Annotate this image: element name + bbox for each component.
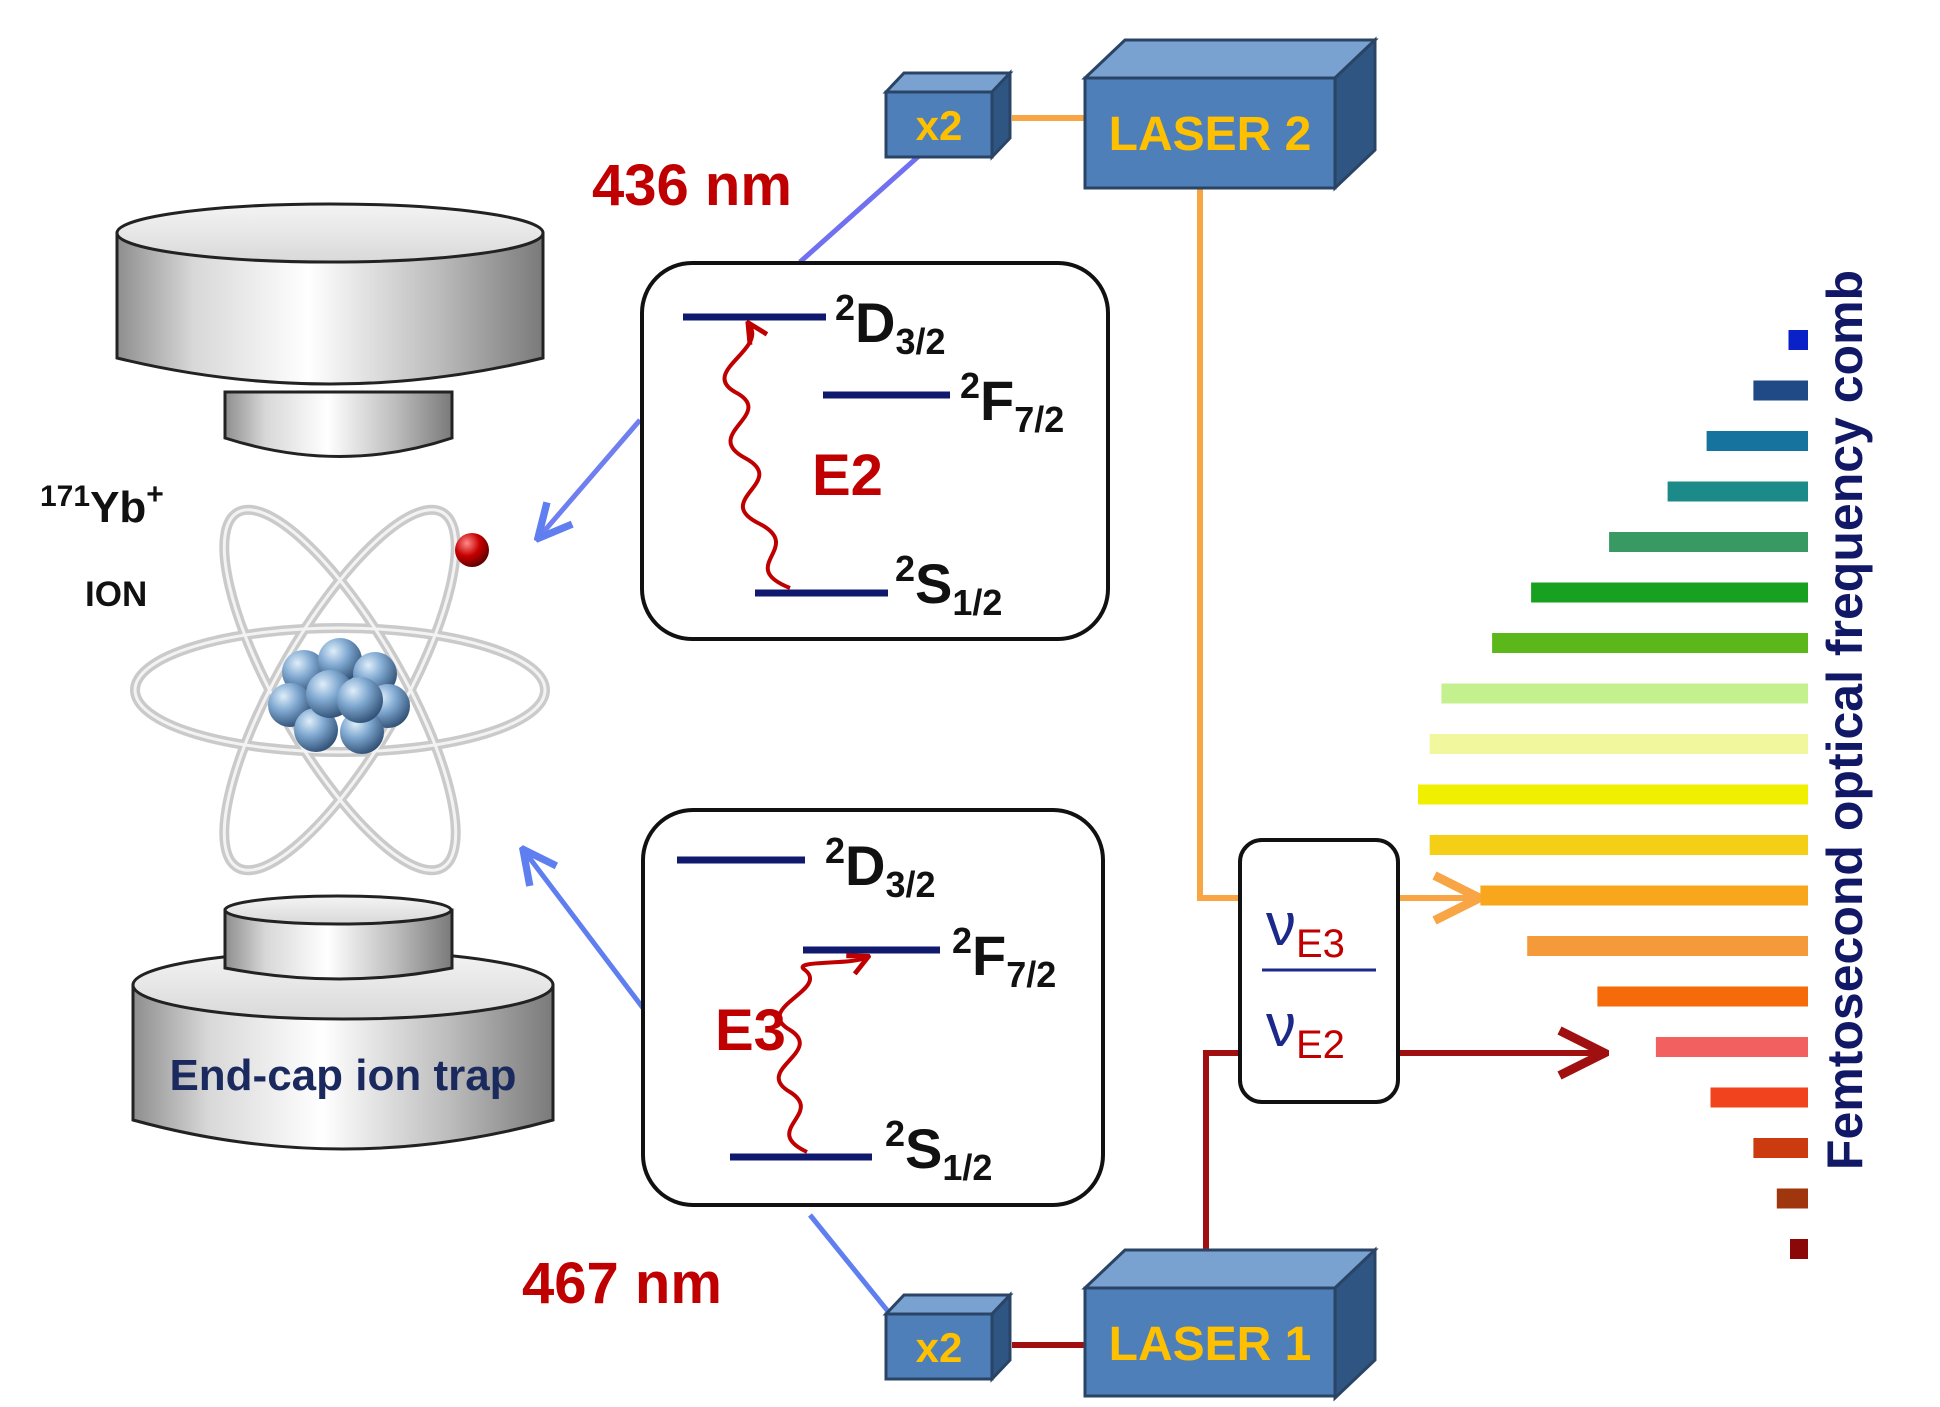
e3-transition-arrow xyxy=(776,958,865,1154)
beam-laser2-to-ratio xyxy=(1197,188,1240,901)
comb-line xyxy=(1790,1239,1808,1259)
comb-line xyxy=(1710,1087,1808,1108)
e3-transition-label: E3 xyxy=(715,998,786,1063)
wavelength-467-label: 467 nm xyxy=(522,1251,722,1316)
wavelength-436-label: 436 nm xyxy=(592,153,792,218)
e3-label-f: 2F7/2 xyxy=(952,920,1056,995)
comb-line xyxy=(1527,936,1808,956)
upper-trap-electrode xyxy=(115,202,545,458)
laser2-box: LASER 2 xyxy=(1081,36,1379,192)
electron xyxy=(455,533,489,567)
beam-467-to-ion xyxy=(525,852,645,1010)
nucleus xyxy=(268,638,410,754)
comb-line xyxy=(1441,683,1808,704)
comb-line xyxy=(1706,431,1808,451)
doubler-top-label: x2 xyxy=(916,102,963,149)
beam-laser1-to-ratio xyxy=(1203,1050,1240,1252)
comb-line xyxy=(1429,835,1808,855)
beam-436-upper xyxy=(798,153,922,264)
comb-line xyxy=(1480,885,1808,906)
doubler-bottom: x2 xyxy=(882,1291,1014,1383)
trap-label: End-cap ion trap xyxy=(169,1051,516,1100)
e2-transition-label: E2 xyxy=(812,443,883,508)
comb-line xyxy=(1429,734,1808,754)
comb-line xyxy=(1776,1188,1808,1209)
comb-line xyxy=(1753,380,1808,401)
comb-line xyxy=(1753,1138,1808,1158)
beam-467-lower xyxy=(808,1213,897,1322)
doubler-top: x2 xyxy=(882,69,1014,161)
comb-line xyxy=(1788,330,1808,350)
e2-label-s: 2S1/2 xyxy=(895,548,1002,623)
comb-line xyxy=(1597,986,1808,1007)
comb-line xyxy=(1531,582,1808,603)
comb-line xyxy=(1418,784,1808,805)
beam-436-to-ion xyxy=(540,418,642,536)
laser1-box: LASER 1 xyxy=(1081,1246,1379,1402)
laser1-label: LASER 1 xyxy=(1109,1318,1312,1371)
comb-line xyxy=(1655,1037,1808,1057)
comb-label: Femtosecond optical frequency comb xyxy=(1817,270,1873,1170)
lower-trap-electrode xyxy=(131,894,555,1151)
comb-line xyxy=(1492,633,1808,653)
e3-level-box: E3 2D3/2 2F7/2 2S1/2 xyxy=(641,808,1105,1207)
frequency-comb xyxy=(1418,330,1808,1259)
beam-paths xyxy=(525,115,1600,1348)
ratio-numerator: νE3 xyxy=(1266,891,1345,966)
e2-transition-arrow xyxy=(722,326,791,590)
ion-label: ION xyxy=(85,575,147,614)
e2-level-box: E2 2D3/2 2F7/2 2S1/2 xyxy=(640,261,1110,641)
laser2-label: LASER 2 xyxy=(1109,108,1312,161)
ion-species-label: 171Yb+ xyxy=(40,478,164,532)
comb-line xyxy=(1609,532,1808,552)
frequency-ratio-box: νE3 νE2 xyxy=(1238,838,1400,1104)
e3-label-d: 2D3/2 xyxy=(825,830,936,905)
e2-label-d: 2D3/2 xyxy=(835,287,946,362)
comb-line xyxy=(1667,481,1808,502)
doubler-bottom-label: x2 xyxy=(916,1324,963,1371)
e2-label-f: 2F7/2 xyxy=(960,365,1064,440)
ratio-denominator: νE2 xyxy=(1266,992,1345,1067)
e3-label-s: 2S1/2 xyxy=(885,1113,992,1188)
atom-illustration xyxy=(130,504,550,876)
